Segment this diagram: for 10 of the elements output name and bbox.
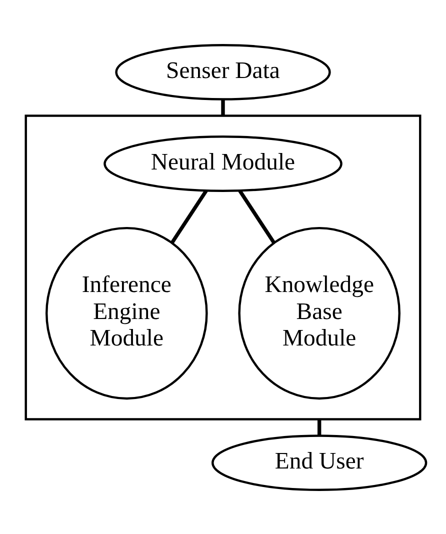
- connector: [318, 418, 322, 435]
- node-ellipse: Senser Data: [115, 44, 331, 100]
- connector: [221, 99, 225, 116]
- node-circle: Knowledge Base Module: [238, 226, 400, 400]
- node-ellipse: End User: [212, 434, 428, 491]
- node-circle: Inference Engine Module: [46, 226, 208, 400]
- node-ellipse: Neural Module: [104, 135, 342, 192]
- connector: [170, 189, 208, 243]
- cluster: [24, 114, 422, 420]
- connector: [238, 189, 276, 243]
